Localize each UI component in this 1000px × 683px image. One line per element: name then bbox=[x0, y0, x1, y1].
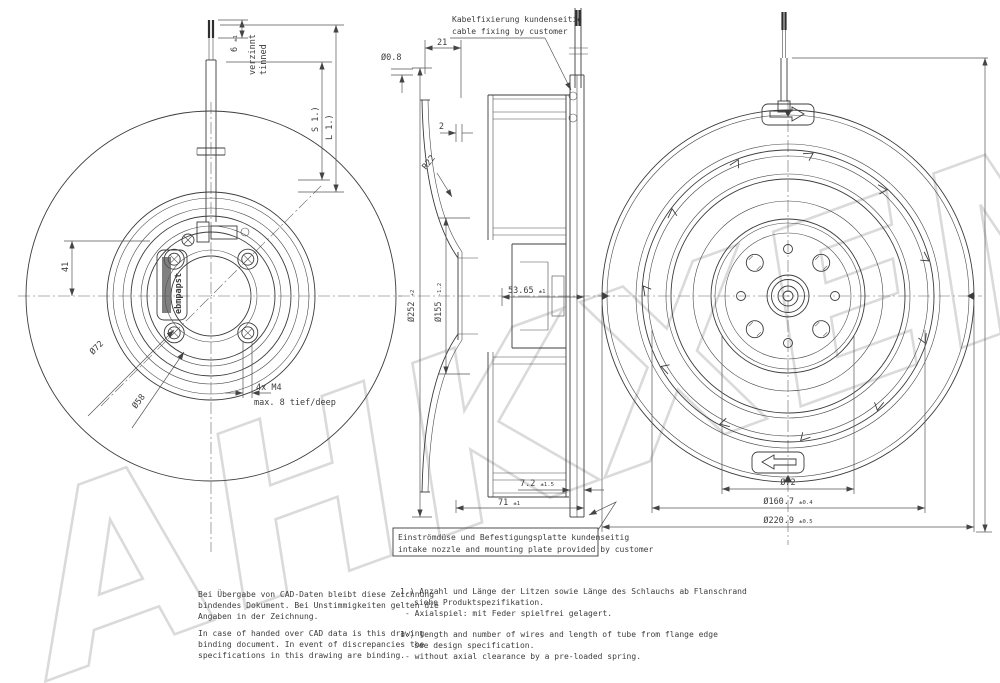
svg-text:Ø0.8: Ø0.8 bbox=[381, 52, 401, 63]
screw bbox=[237, 248, 259, 270]
svg-text:see design specification.: see design specification. bbox=[414, 641, 534, 650]
svg-text:Ø72: Ø72 bbox=[780, 477, 795, 488]
svg-text:siehe Produktspezifikation.: siehe Produktspezifikation. bbox=[414, 598, 544, 607]
svg-text:53.65 ±1: 53.65 ±1 bbox=[508, 286, 545, 296]
svg-text:Angaben in der Zeichnung.: Angaben in der Zeichnung. bbox=[198, 612, 318, 621]
dim-rear-d2209: Ø220.9 ±0.5 bbox=[601, 305, 975, 532]
svg-text:bindendes Dokument. Bei Unstim: bindendes Dokument. Bei Unstimmigkeiten … bbox=[198, 601, 439, 610]
svg-text:specifications in this drawing: specifications in this drawing are bindi… bbox=[198, 651, 405, 660]
svg-text:41: 41 bbox=[61, 262, 71, 272]
dim-d08: Ø0.8 bbox=[381, 52, 413, 93]
cable-left bbox=[196, 20, 226, 222]
svg-text:binding document. In event of: binding document. In event of discrepanc… bbox=[198, 640, 425, 649]
svg-text:7.2 ±1.5: 7.2 ±1.5 bbox=[520, 479, 554, 489]
screw bbox=[163, 322, 185, 344]
dim-r22: R22 bbox=[420, 154, 453, 198]
svg-text:max. 8 tief/deep: max. 8 tief/deep bbox=[254, 398, 336, 408]
svg-text:intake nozzle and mounting pla: intake nozzle and mounting plate provide… bbox=[398, 545, 653, 554]
svg-text:4x M4: 4x M4 bbox=[256, 383, 282, 393]
section-view: Kabelfixierung kundenseitig cable fixing… bbox=[381, 8, 653, 557]
rotation-arrow-bottom bbox=[751, 451, 805, 474]
svg-text:cable fixing by customer: cable fixing by customer bbox=[452, 27, 568, 36]
svg-text:Ø155 -1.2: Ø155 -1.2 bbox=[433, 283, 444, 322]
dim-41: 41 bbox=[61, 240, 150, 296]
svg-text:6 ±1: 6 ±1 bbox=[230, 35, 240, 52]
dim-tinned: 6 ±1 verzinnt tinned bbox=[218, 19, 269, 75]
svg-text:In case of handed over CAD dat: In case of handed over CAD data is this … bbox=[198, 629, 425, 638]
dim-rear-d1607: Ø160.7 ±0.4 bbox=[651, 330, 926, 513]
dim-rear-d72: Ø72 bbox=[721, 336, 855, 494]
dim-cable-length: S 1.) L 1.) bbox=[220, 24, 344, 193]
cable-section bbox=[569, 8, 588, 88]
rear-view: Ø72 Ø160.7 ±0.4 Ø220.9 ±0.5 bbox=[598, 12, 992, 545]
dim-d252: Ø252 +2 bbox=[406, 67, 432, 518]
dim-5365: 53.65 ±1 bbox=[501, 286, 584, 306]
dim-overall-right bbox=[792, 57, 992, 533]
svg-text:2: 2 bbox=[439, 122, 444, 132]
footer-disclaimer: Bei Übergabe von CAD-Daten bleibt diese … bbox=[198, 589, 439, 660]
dim-71: 71 ±1 bbox=[455, 498, 584, 513]
svg-text:1.) length and number of wires: 1.) length and number of wires and lengt… bbox=[400, 630, 718, 639]
svg-text:- without axial clearance by: - without axial clearance by a pre-loade… bbox=[405, 652, 641, 661]
front-view: ebmpapst 41 Ø72 Ø bbox=[18, 19, 402, 552]
intake-note-box: Einströmdüse und Befestigungsplatte kund… bbox=[392, 501, 653, 557]
dim-72: 7.2 ±1.5 bbox=[518, 479, 604, 493]
cable-rear bbox=[777, 12, 791, 113]
svg-text:21: 21 bbox=[437, 38, 447, 48]
dim-2: 2 bbox=[439, 122, 473, 142]
svg-text:L 1.): L 1.) bbox=[325, 114, 335, 140]
svg-text:S 1.): S 1.) bbox=[311, 106, 321, 132]
svg-text:Ø58: Ø58 bbox=[130, 392, 148, 411]
hub-nameplate: ebmpapst bbox=[156, 249, 188, 321]
svg-text:R22: R22 bbox=[420, 154, 437, 172]
svg-text:- Axialspiel: mit Feder spie: - Axialspiel: mit Feder spielfrei gelage… bbox=[405, 609, 612, 618]
svg-text:Einströmdüse und Befestigungsp: Einströmdüse und Befestigungsplatte kund… bbox=[398, 533, 629, 542]
svg-text:71 ±1: 71 ±1 bbox=[498, 498, 520, 508]
svg-text:Bei Übergabe von CAD-Daten ble: Bei Übergabe von CAD-Daten bleibt diese … bbox=[198, 589, 434, 599]
svg-text:Kabelfixierung kundenseitig: Kabelfixierung kundenseitig bbox=[452, 15, 582, 24]
rotation-arrow-top bbox=[761, 103, 815, 126]
brand-label: ebmpapst bbox=[174, 273, 184, 314]
svg-text:Ø252 +2: Ø252 +2 bbox=[406, 290, 417, 322]
svg-text:verzinnt: verzinnt bbox=[248, 34, 258, 75]
svg-text:1.) Anzahl und Länge der Litze: 1.) Anzahl und Länge der Litzen sowie Lä… bbox=[400, 587, 747, 596]
svg-text:Ø160.7 ±0.4: Ø160.7 ±0.4 bbox=[763, 496, 813, 507]
svg-text:tinned: tinned bbox=[259, 44, 269, 75]
screw bbox=[237, 322, 259, 344]
dim-d155: Ø155 -1.2 bbox=[433, 217, 470, 375]
svg-text:Ø72: Ø72 bbox=[87, 338, 106, 357]
dim-4xm4: 4x M4 max. 8 tief/deep bbox=[225, 342, 336, 408]
cable-fixing-note: Kabelfixierung kundenseitig cable fixing… bbox=[450, 15, 582, 91]
footer-notes: 1.) Anzahl und Länge der Litzen sowie Lä… bbox=[400, 587, 747, 661]
svg-text:Ø220.9 ±0.5: Ø220.9 ±0.5 bbox=[763, 515, 812, 526]
